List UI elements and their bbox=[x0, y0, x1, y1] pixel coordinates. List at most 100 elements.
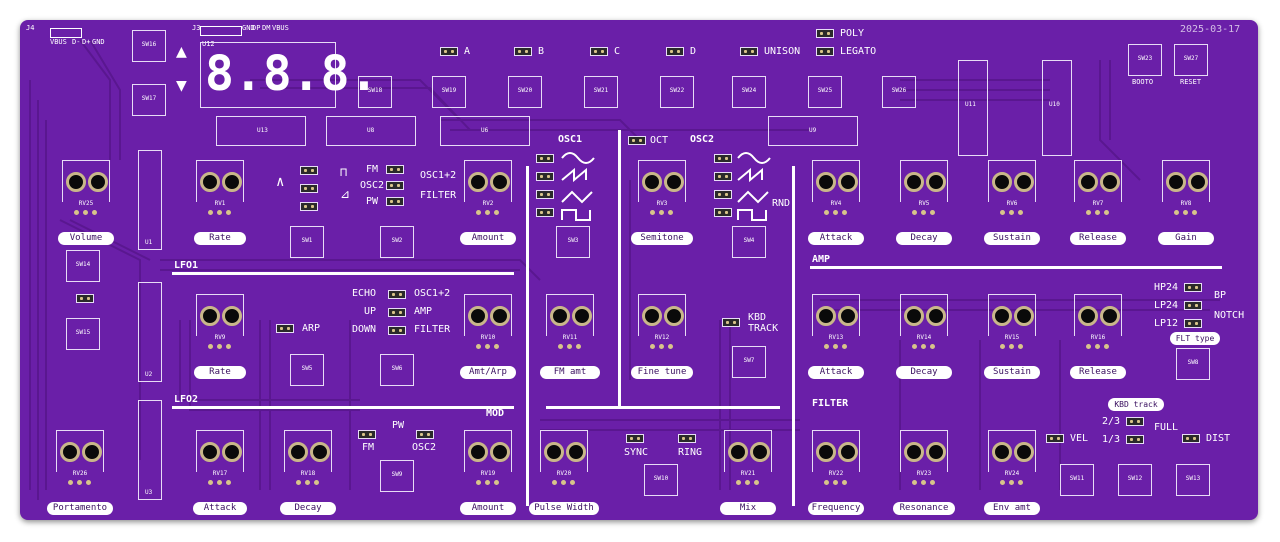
knob-shaft-right[interactable] bbox=[838, 442, 858, 462]
switch-sw14[interactable]: SW14 bbox=[66, 250, 100, 282]
knob-shaft-right[interactable] bbox=[88, 172, 108, 192]
pot-rv6[interactable]: RV6 bbox=[984, 160, 1040, 230]
sync-jumper[interactable] bbox=[626, 434, 644, 443]
left-jumper[interactable] bbox=[76, 294, 94, 303]
knob-shaft-left[interactable] bbox=[468, 172, 488, 192]
knob-shaft-left[interactable] bbox=[200, 172, 220, 192]
knob-shaft-left[interactable] bbox=[468, 306, 488, 326]
switch-sw9[interactable]: SW9 bbox=[380, 460, 414, 492]
knob-shaft-left[interactable] bbox=[550, 306, 570, 326]
knob-shaft-left[interactable] bbox=[816, 306, 836, 326]
knob-shaft-right[interactable] bbox=[750, 442, 770, 462]
switch-sw18[interactable]: SW18 bbox=[358, 76, 392, 108]
knob-shaft-left[interactable] bbox=[60, 442, 80, 462]
osc2-wave-jumper-3[interactable] bbox=[714, 190, 732, 199]
reset-button[interactable]: SW27 bbox=[1174, 44, 1208, 76]
pot-rv17[interactable]: RV17 bbox=[192, 430, 248, 500]
knob-shaft-right[interactable] bbox=[838, 172, 858, 192]
pot-rv15[interactable]: RV15 bbox=[984, 294, 1040, 364]
knob-shaft-right[interactable] bbox=[926, 172, 946, 192]
knob-shaft-left[interactable] bbox=[816, 172, 836, 192]
ring-jumper[interactable] bbox=[678, 434, 696, 443]
knob-shaft-right[interactable] bbox=[222, 306, 242, 326]
lfo1-shape-jumper-1[interactable] bbox=[300, 166, 318, 175]
knob-shaft-left[interactable] bbox=[904, 442, 924, 462]
lfo1-dest-jumper-1[interactable] bbox=[386, 165, 404, 174]
knob-shaft-left[interactable] bbox=[1078, 172, 1098, 192]
pot-rv8[interactable]: RV8 bbox=[1158, 160, 1214, 230]
knob-shaft-left[interactable] bbox=[288, 442, 308, 462]
pot-rv25[interactable]: RV25 bbox=[58, 160, 114, 230]
switch-sw16[interactable]: SW16 bbox=[132, 30, 166, 62]
switch-sw3[interactable]: SW3 bbox=[556, 226, 590, 258]
knob-shaft-right[interactable] bbox=[1014, 306, 1034, 326]
switch-sw13[interactable]: SW13 bbox=[1176, 464, 1210, 496]
pot-rv18[interactable]: RV18 bbox=[280, 430, 336, 500]
pot-rv7[interactable]: RV7 bbox=[1070, 160, 1126, 230]
knob-shaft-left[interactable] bbox=[642, 306, 662, 326]
knob-shaft-right[interactable] bbox=[664, 306, 684, 326]
knob-shaft-left[interactable] bbox=[992, 442, 1012, 462]
filter-type-jumper-3[interactable] bbox=[1184, 319, 1202, 328]
knob-shaft-right[interactable] bbox=[926, 306, 946, 326]
knob-shaft-left[interactable] bbox=[642, 172, 662, 192]
knob-shaft-left[interactable] bbox=[468, 442, 488, 462]
switch-sw19[interactable]: SW19 bbox=[432, 76, 466, 108]
switch-sw17[interactable]: SW17 bbox=[132, 84, 166, 116]
osc1-wave-jumper-4[interactable] bbox=[536, 208, 554, 217]
pot-rv24[interactable]: RV24 bbox=[984, 430, 1040, 500]
osc1-wave-jumper-1[interactable] bbox=[536, 154, 554, 163]
voice-mode-d-jumper[interactable] bbox=[666, 47, 684, 56]
up-arrow-icon[interactable]: ▲ bbox=[176, 41, 187, 62]
pot-rv9[interactable]: RV9 bbox=[192, 294, 248, 364]
filter-type-jumper-2[interactable] bbox=[1184, 301, 1202, 310]
switch-sw8[interactable]: SW8 bbox=[1176, 348, 1210, 380]
knob-shaft-right[interactable] bbox=[490, 442, 510, 462]
osc1-wave-jumper-2[interactable] bbox=[536, 172, 554, 181]
pot-rv3[interactable]: RV3 bbox=[634, 160, 690, 230]
filter-type-jumper-1[interactable] bbox=[1184, 283, 1202, 292]
pot-rv20[interactable]: RV20 bbox=[536, 430, 592, 500]
knob-shaft-right[interactable] bbox=[310, 442, 330, 462]
arp-jumper-up[interactable] bbox=[388, 308, 406, 317]
pot-rv19[interactable]: RV19 bbox=[460, 430, 516, 500]
knob-shaft-right[interactable] bbox=[222, 172, 242, 192]
knob-shaft-left[interactable] bbox=[816, 442, 836, 462]
knob-shaft-left[interactable] bbox=[200, 442, 220, 462]
voice-mode-c-jumper[interactable] bbox=[590, 47, 608, 56]
knob-shaft-right[interactable] bbox=[1014, 172, 1034, 192]
switch-sw5[interactable]: SW5 bbox=[290, 354, 324, 386]
arp-jumper[interactable] bbox=[276, 324, 294, 333]
pot-rv22[interactable]: RV22 bbox=[808, 430, 864, 500]
knob-shaft-right[interactable] bbox=[82, 442, 102, 462]
switch-sw6[interactable]: SW6 bbox=[380, 354, 414, 386]
switch-sw1[interactable]: SW1 bbox=[290, 226, 324, 258]
pot-rv13[interactable]: RV13 bbox=[808, 294, 864, 364]
lfo1-shape-jumper-3[interactable] bbox=[300, 202, 318, 211]
pot-rv10[interactable]: RV10 bbox=[460, 294, 516, 364]
knob-shaft-left[interactable] bbox=[1078, 306, 1098, 326]
osc2-wave-jumper-1[interactable] bbox=[714, 154, 732, 163]
knob-shaft-right[interactable] bbox=[222, 442, 242, 462]
lfo1-shape-jumper-2[interactable] bbox=[300, 184, 318, 193]
legato-jumper[interactable] bbox=[816, 47, 834, 56]
osc2-wave-jumper-2[interactable] bbox=[714, 172, 732, 181]
knob-shaft-right[interactable] bbox=[838, 306, 858, 326]
switch-sw25[interactable]: SW25 bbox=[808, 76, 842, 108]
knob-shaft-left[interactable] bbox=[200, 306, 220, 326]
osc1-wave-jumper-3[interactable] bbox=[536, 190, 554, 199]
knob-shaft-left[interactable] bbox=[992, 306, 1012, 326]
knob-shaft-left[interactable] bbox=[728, 442, 748, 462]
knob-shaft-right[interactable] bbox=[566, 442, 586, 462]
kbd-track-jumper-2[interactable] bbox=[1126, 435, 1144, 444]
pot-rv2[interactable]: RV2 bbox=[460, 160, 516, 230]
arp-jumper-echo[interactable] bbox=[388, 290, 406, 299]
kbd-track-jumper[interactable] bbox=[722, 318, 740, 327]
knob-shaft-right[interactable] bbox=[926, 442, 946, 462]
voice-mode-a-jumper[interactable] bbox=[440, 47, 458, 56]
arp-jumper-down[interactable] bbox=[388, 326, 406, 335]
knob-shaft-right[interactable] bbox=[572, 306, 592, 326]
knob-shaft-left[interactable] bbox=[904, 306, 924, 326]
lfo1-dest-jumper-3[interactable] bbox=[386, 197, 404, 206]
switch-sw4[interactable]: SW4 bbox=[732, 226, 766, 258]
